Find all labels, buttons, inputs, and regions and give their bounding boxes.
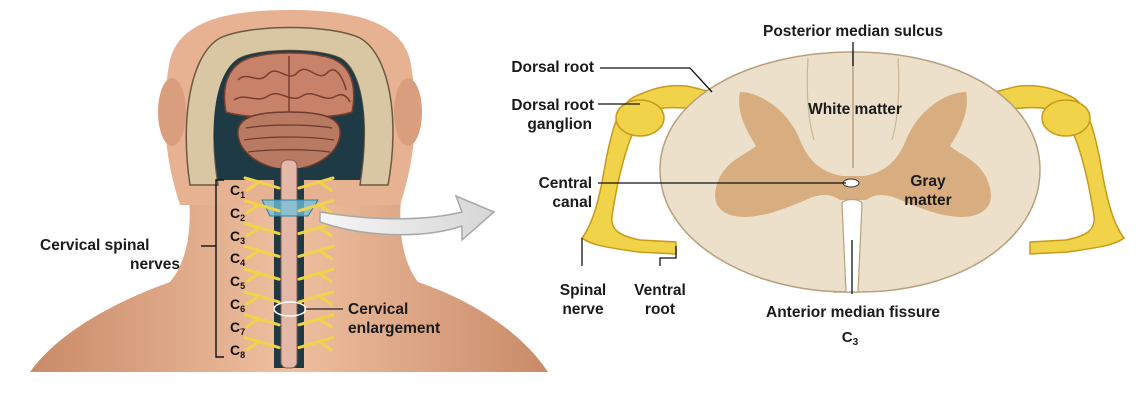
- nerve-branch: [297, 244, 335, 260]
- nerve-bracket: [201, 179, 224, 358]
- nerve-branch: [297, 267, 335, 283]
- segment-label: C8: [230, 343, 245, 362]
- dorsal-root-ganglion-label: Dorsal root ganglion: [470, 96, 594, 134]
- segment-number: 6: [240, 304, 246, 314]
- segment-number: 4: [240, 258, 246, 269]
- segment-letter: C: [230, 273, 241, 290]
- nerve-branch: [243, 267, 281, 283]
- segment-letter: C: [230, 182, 241, 198]
- level-letter: C: [841, 329, 853, 346]
- label-line: matter: [904, 192, 952, 209]
- segment-number: 7: [240, 326, 246, 337]
- section-level-label: C3: [820, 328, 880, 352]
- cross-section: [580, 51, 1126, 293]
- label-line: nerves: [130, 256, 180, 273]
- segment-label: C3: [230, 229, 245, 248]
- segment-label: C5: [230, 274, 245, 293]
- label-line: Spinal: [559, 282, 607, 299]
- segment-label: C7: [230, 320, 245, 339]
- segment-letter: C: [230, 250, 241, 267]
- segment-letter: C: [230, 341, 241, 358]
- neck-illustration: [30, 10, 548, 372]
- nerve-branch: [297, 199, 335, 215]
- segment-label: C4: [230, 251, 245, 270]
- label-line: Cervical spinal: [40, 237, 150, 254]
- nerve-branch: [243, 244, 281, 260]
- anterior-median-fissure-label: Anterior median fissure: [766, 304, 940, 321]
- segment-number: 1: [240, 190, 246, 200]
- segment-label: C6: [230, 297, 245, 316]
- nerve-branch: [243, 290, 281, 306]
- label-line: root: [644, 301, 676, 318]
- segment-label: C1: [230, 183, 245, 202]
- segment-label: C2: [230, 206, 245, 225]
- section-plane: [261, 199, 319, 217]
- segment-letter: C: [230, 296, 241, 312]
- nerve-branch: [297, 176, 335, 192]
- nerve-branch: [297, 336, 335, 352]
- nerve-branch: [243, 222, 281, 238]
- label-line: Central: [538, 175, 592, 192]
- left-ganglion: [615, 99, 665, 137]
- leader-lines: [581, 42, 854, 294]
- segment-letter: C: [230, 204, 241, 221]
- left-ear: [158, 78, 186, 146]
- segment-number: 3: [240, 235, 246, 246]
- label-line: nerve: [562, 301, 604, 318]
- right-ganglion: [1041, 99, 1091, 137]
- cervical-spinal-nerves-label: Cervical spinal nerves: [40, 236, 200, 274]
- segment-number: 5: [240, 281, 246, 292]
- nerve-branch: [297, 313, 335, 329]
- white-matter-label: White matter: [808, 101, 902, 118]
- label-line: enlargement: [348, 320, 441, 337]
- spinal-nerve-label: Spinal nerve: [545, 281, 621, 319]
- direction-arrow: [319, 194, 496, 242]
- posterior-median-sulcus-label: Posterior median sulcus: [762, 23, 944, 40]
- label-line: Dorsal root: [511, 97, 594, 114]
- spinal-cord: [280, 159, 298, 369]
- nerve-branch: [243, 336, 281, 352]
- label-line: Cervical: [348, 301, 409, 318]
- label-line: ganglion: [527, 116, 592, 133]
- segment-letter: C: [230, 227, 241, 244]
- right-ear: [394, 78, 422, 146]
- nerve-branch: [243, 176, 281, 192]
- dorsal-root-label: Dorsal root: [511, 59, 594, 76]
- cervical-enlargement-label: Cervical enlargement: [348, 300, 440, 338]
- nerve-branch: [243, 313, 281, 329]
- segment-number: 8: [240, 349, 246, 360]
- cervical-nerves: [243, 176, 335, 352]
- gray-matter-region: [715, 92, 991, 217]
- nerve-branch: [243, 199, 281, 215]
- ventral-root-label: Ventral root: [620, 281, 700, 319]
- nerve-branch: [297, 290, 335, 306]
- level-number: 3: [852, 337, 859, 348]
- segment-letter: C: [230, 318, 241, 335]
- gray-matter-label: Gray matter: [888, 172, 968, 210]
- central-canal-label: Central canal: [500, 174, 592, 212]
- label-line: Gray: [910, 173, 946, 190]
- segment-number: 2: [240, 212, 246, 223]
- label-line: canal: [552, 194, 592, 211]
- nerve-roots: [580, 84, 1126, 255]
- label-line: Ventral: [634, 282, 686, 299]
